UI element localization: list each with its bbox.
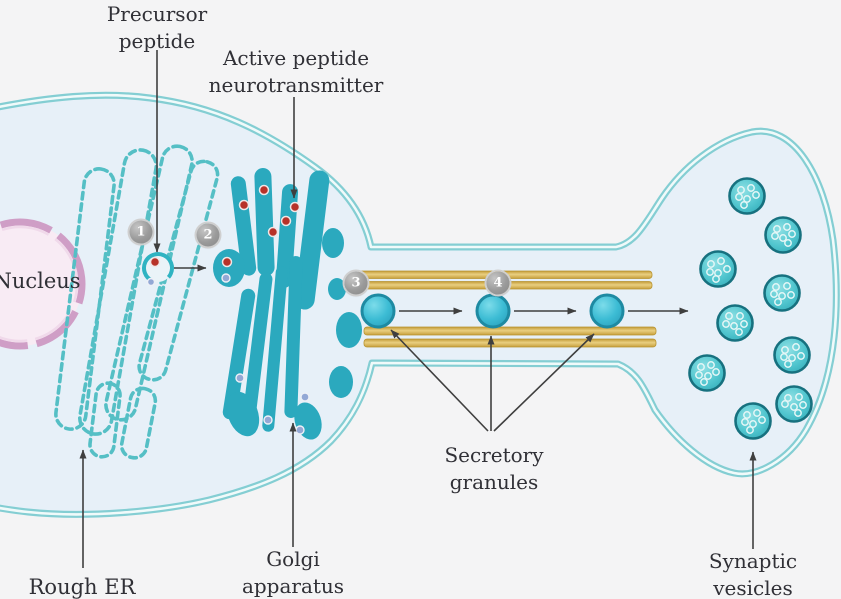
- secretory-granules-pointer-arrow: [390, 329, 489, 432]
- active-peptide-label: Active peptide neurotransmitter: [208, 46, 384, 97]
- secretory-granules-pointer-arrow: [493, 333, 595, 432]
- synaptic-vesicle: [763, 274, 801, 312]
- synaptic-vesicle: [773, 336, 811, 374]
- step-badge-3: 3: [344, 271, 368, 295]
- active-peptide-dots: [221, 184, 301, 268]
- nucleus-shape: [0, 218, 86, 350]
- nucleus-label: Nucleus: [0, 269, 81, 293]
- rough-er-label: Rough ER: [28, 575, 136, 599]
- transport-vesicle: [142, 252, 174, 287]
- secretory-granules-label: Secretory granules: [444, 443, 544, 494]
- precursor-peptide-label: Precursor peptide: [106, 2, 208, 53]
- secretory-granules: [360, 293, 625, 329]
- synaptic-vesicle: [728, 177, 766, 215]
- arrows: [79, 50, 757, 568]
- secretory-granule: [475, 293, 511, 329]
- secretory-granule: [589, 293, 625, 329]
- synaptic-vesicles-label: Synaptic vesicles: [708, 549, 798, 599]
- synaptic-vesicles: [688, 177, 813, 440]
- cargo-dots: [221, 273, 310, 435]
- golgi-shape: [213, 168, 362, 440]
- synaptic-vesicle: [764, 216, 802, 254]
- synaptic-vesicle: [699, 250, 737, 288]
- synaptic-vesicle: [734, 402, 772, 440]
- cell-membrane: [0, 91, 840, 518]
- precursor-peptide-dot: [149, 256, 161, 268]
- step-badge-1: 1: [129, 220, 153, 244]
- synaptic-vesicle: [716, 304, 754, 342]
- golgi-apparatus-label: Golgi apparatus: [241, 547, 345, 598]
- synaptic-vesicle: [688, 354, 726, 392]
- secretory-granule: [360, 293, 396, 329]
- synaptic-vesicle: [775, 385, 813, 423]
- step-badge-2: 2: [196, 223, 220, 247]
- step-badge-4: 4: [486, 271, 510, 295]
